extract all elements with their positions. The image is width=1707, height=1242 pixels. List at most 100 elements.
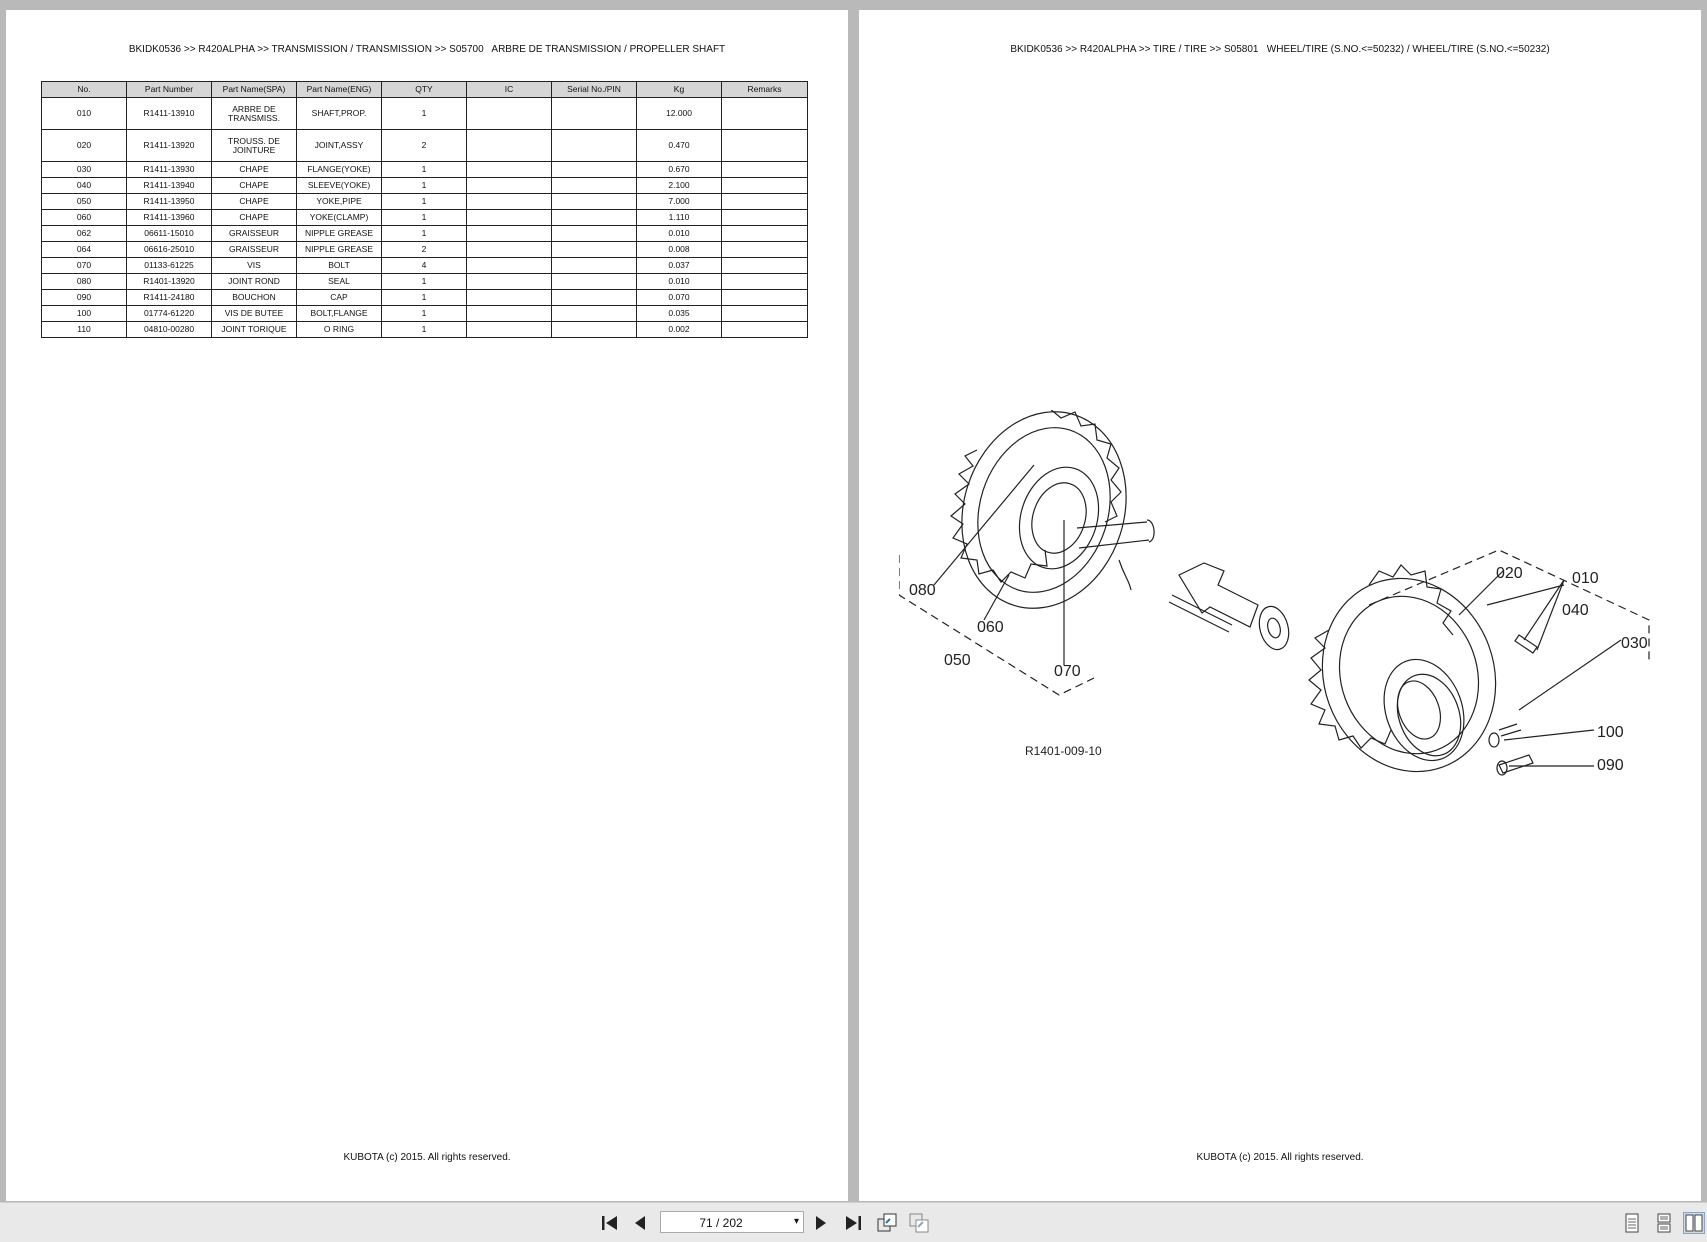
page-indicator: 71 / 202 bbox=[699, 1216, 743, 1230]
cell-no: 040 bbox=[41, 177, 127, 194]
cell-eng: JOINT,ASSY bbox=[296, 129, 382, 162]
cell-qty: 1 bbox=[381, 305, 467, 322]
cell-eng: SLEEVE(YOKE) bbox=[296, 177, 382, 194]
cell-serial bbox=[551, 273, 637, 290]
cell-qty: 1 bbox=[381, 225, 467, 242]
cell-no: 080 bbox=[41, 273, 127, 290]
cell-spa: BOUCHON bbox=[211, 289, 297, 306]
cell-spa: JOINT ROND bbox=[211, 273, 297, 290]
callout-100: 100 bbox=[1597, 724, 1624, 741]
callout-010: 010 bbox=[1572, 570, 1599, 587]
cell-kg: 2.100 bbox=[636, 177, 722, 194]
right-tire-drawing bbox=[1308, 564, 1497, 773]
column-header: QTY bbox=[381, 81, 467, 98]
cell-kg: 0.010 bbox=[636, 273, 722, 290]
cell-ic bbox=[466, 161, 552, 178]
cell-spa: GRAISSEUR bbox=[211, 241, 297, 258]
cell-qty: 1 bbox=[381, 161, 467, 178]
cell-no: 050 bbox=[41, 193, 127, 210]
cell-ic bbox=[466, 129, 552, 162]
cell-part: 01774-61220 bbox=[126, 305, 212, 322]
cell-remarks bbox=[721, 273, 808, 290]
cell-spa: VIS bbox=[211, 257, 297, 274]
callout-050: 050 bbox=[944, 652, 971, 669]
cell-kg: 0.035 bbox=[636, 305, 722, 322]
cell-no: 064 bbox=[41, 241, 127, 258]
cell-spa: CHAPE bbox=[211, 193, 297, 210]
cell-ic bbox=[466, 177, 552, 194]
cell-ic bbox=[466, 305, 552, 322]
cell-part: 04810-00280 bbox=[126, 321, 212, 338]
cell-eng: YOKE(CLAMP) bbox=[296, 209, 382, 226]
cell-ic bbox=[466, 209, 552, 226]
cell-no: 090 bbox=[41, 289, 127, 306]
fit-page-icon[interactable] bbox=[876, 1212, 898, 1234]
last-page-icon[interactable] bbox=[842, 1212, 864, 1234]
chevron-down-icon[interactable]: ▾ bbox=[793, 1216, 799, 1227]
copyright-footer: KUBOTA (c) 2015. All rights reserved. bbox=[1196, 1152, 1364, 1163]
column-header: IC bbox=[466, 81, 552, 98]
wheel-tire-exploded-diagram: 080 060 050 070 020 010 040 030 100 090 … bbox=[899, 410, 1650, 776]
two-page-icon[interactable] bbox=[1683, 1212, 1705, 1234]
cell-serial bbox=[551, 225, 637, 242]
viewer-toolbar: 71 / 202 ▾ bbox=[0, 1202, 1707, 1242]
cell-serial bbox=[551, 129, 637, 162]
cell-serial bbox=[551, 193, 637, 210]
page-number-field[interactable]: 71 / 202 ▾ bbox=[660, 1211, 804, 1233]
cell-remarks bbox=[721, 97, 808, 130]
cell-spa: ARBRE DE TRANSMISS. bbox=[211, 97, 297, 130]
callout-040: 040 bbox=[1562, 602, 1589, 619]
cell-remarks bbox=[721, 209, 808, 226]
continuous-page-icon[interactable] bbox=[1653, 1212, 1675, 1234]
callout-labels: 080 060 050 070 020 010 040 030 100 090 … bbox=[909, 565, 1648, 774]
cell-ic bbox=[466, 225, 552, 242]
cell-eng: SEAL bbox=[296, 273, 382, 290]
cell-part: 06616-25010 bbox=[126, 241, 212, 258]
cell-serial bbox=[551, 161, 637, 178]
cell-kg: 7.000 bbox=[636, 193, 722, 210]
copyright-footer: KUBOTA (c) 2015. All rights reserved. bbox=[343, 1152, 511, 1163]
column-header: Serial No./PIN bbox=[551, 81, 637, 98]
cell-ic bbox=[466, 289, 552, 306]
breadcrumb: BKIDK0536 >> R420ALPHA >> TRANSMISSION /… bbox=[128, 44, 726, 55]
next-page-icon[interactable] bbox=[810, 1212, 832, 1234]
cell-eng: FLANGE(YOKE) bbox=[296, 161, 382, 178]
fit-width-icon[interactable] bbox=[908, 1212, 930, 1234]
cell-part: 01133-61225 bbox=[126, 257, 212, 274]
cell-kg: 0.670 bbox=[636, 161, 722, 178]
cell-kg: 12.000 bbox=[636, 97, 722, 130]
cell-no: 110 bbox=[41, 321, 127, 338]
cell-serial bbox=[551, 305, 637, 322]
axle-housing-drawing bbox=[1168, 562, 1290, 651]
first-page-icon[interactable] bbox=[599, 1212, 621, 1234]
cell-part: R1411-13940 bbox=[126, 177, 212, 194]
cell-remarks bbox=[721, 241, 808, 258]
column-header: Remarks bbox=[721, 81, 808, 98]
cell-qty: 1 bbox=[381, 193, 467, 210]
previous-page-icon[interactable] bbox=[629, 1212, 651, 1234]
cell-part: R1401-13920 bbox=[126, 273, 212, 290]
cell-spa: GRAISSEUR bbox=[211, 225, 297, 242]
cell-qty: 2 bbox=[381, 129, 467, 162]
cell-qty: 1 bbox=[381, 273, 467, 290]
cell-eng: SHAFT,PROP. bbox=[296, 97, 382, 130]
cell-spa: JOINT TORIQUE bbox=[211, 321, 297, 338]
cell-serial bbox=[551, 209, 637, 226]
cell-ic bbox=[466, 273, 552, 290]
cell-serial bbox=[551, 241, 637, 258]
cell-serial bbox=[551, 289, 637, 306]
cell-no: 100 bbox=[41, 305, 127, 322]
callout-030: 030 bbox=[1621, 635, 1648, 652]
cell-remarks bbox=[721, 129, 808, 162]
left-tire-drawing bbox=[950, 410, 1155, 609]
cell-kg: 0.037 bbox=[636, 257, 722, 274]
right-page: BKIDK0536 >> R420ALPHA >> TIRE / TIRE >>… bbox=[859, 10, 1701, 1201]
cell-kg: 0.070 bbox=[636, 289, 722, 306]
callout-020: 020 bbox=[1496, 565, 1523, 582]
column-header: Part Number bbox=[126, 81, 212, 98]
single-page-icon[interactable] bbox=[1621, 1212, 1643, 1234]
